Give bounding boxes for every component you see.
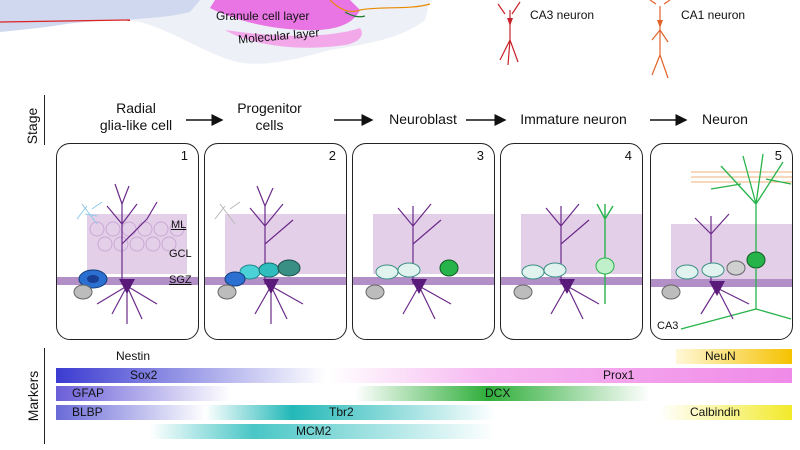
panel-2-number: 2 [328, 148, 336, 163]
marker-tbr2-bar [205, 405, 495, 420]
panel-2-illustration [205, 185, 346, 324]
panel-3-illustration [353, 203, 494, 320]
panel-3-number: 3 [476, 148, 484, 163]
stage-label-1-line1: Radial [116, 100, 156, 116]
marker-gfap-label: GFAP [72, 386, 105, 400]
marker-dcx-bar [355, 386, 650, 401]
marker-calbindin-bar [660, 405, 792, 420]
marker-prox1-bar [330, 368, 792, 383]
panel-1-illustration [57, 183, 198, 324]
hippocampus-illustration [0, 0, 671, 79]
ca3-label: CA3 [657, 320, 679, 332]
panel-1-number: 1 [180, 148, 188, 163]
marker-neun-bar [676, 349, 792, 364]
markers-title: Markers [25, 370, 41, 422]
marker-gfap-bar [56, 386, 231, 401]
marker-dcx-label: DCX [485, 386, 511, 400]
panel-1: 1 ML GCL SGZ [56, 143, 199, 340]
panel-5-number: 5 [774, 148, 782, 163]
stage-label-4: Immature neuron [520, 111, 627, 127]
marker-calbindin-label: Calbindin [690, 405, 741, 419]
marker-tbr2-label: Tbr2 [329, 405, 354, 419]
stage-arrows [186, 114, 688, 126]
stage-label-1-line2: glia-like cell [99, 117, 173, 133]
marker-nestin-label: Nestin [116, 349, 151, 363]
stage-label-2-line1: Progenitor [237, 100, 302, 116]
marker-prox1-label: Prox1 [603, 368, 635, 382]
ca3-neuron-label: CA3 neuron [530, 8, 595, 22]
stage-divider [44, 95, 45, 145]
marker-sox2-bar [56, 368, 326, 383]
panel-4-illustration [501, 203, 642, 320]
sgz-label: SGZ [169, 274, 192, 286]
marker-mcm2-bar [150, 424, 495, 439]
ca1-neuron-label: CA1 neuron [681, 8, 746, 22]
stage-label-2-line2: cells [255, 117, 284, 133]
panel-3: 3 [352, 143, 495, 340]
marker-blbp-bar [56, 405, 206, 420]
marker-blbp-label: BLBP [72, 405, 103, 419]
marker-neun-label: NeuN [705, 349, 736, 363]
stage-label-5: Neuron [702, 111, 748, 127]
hippocampus-strip [0, 0, 800, 80]
stage-label-1: Radial glia-like cell [76, 100, 196, 134]
ml-label: ML [171, 219, 187, 231]
gcl-label: GCL [169, 248, 192, 260]
granule-cell-layer-label: Granule cell layer [216, 9, 310, 23]
marker-sox2-label: Sox2 [130, 368, 158, 382]
stage-label-2: Progenitor cells [217, 100, 322, 134]
panel-2: 2 [204, 143, 347, 340]
panel-5: 5 CA3 [650, 143, 793, 340]
panel-4-number: 4 [624, 148, 632, 163]
stage-label-3: Neuroblast [389, 111, 457, 127]
markers-divider [44, 348, 45, 444]
marker-mcm2-label: MCM2 [296, 424, 332, 438]
panel-5-illustration [651, 153, 792, 330]
panel-4: 4 [500, 143, 643, 340]
